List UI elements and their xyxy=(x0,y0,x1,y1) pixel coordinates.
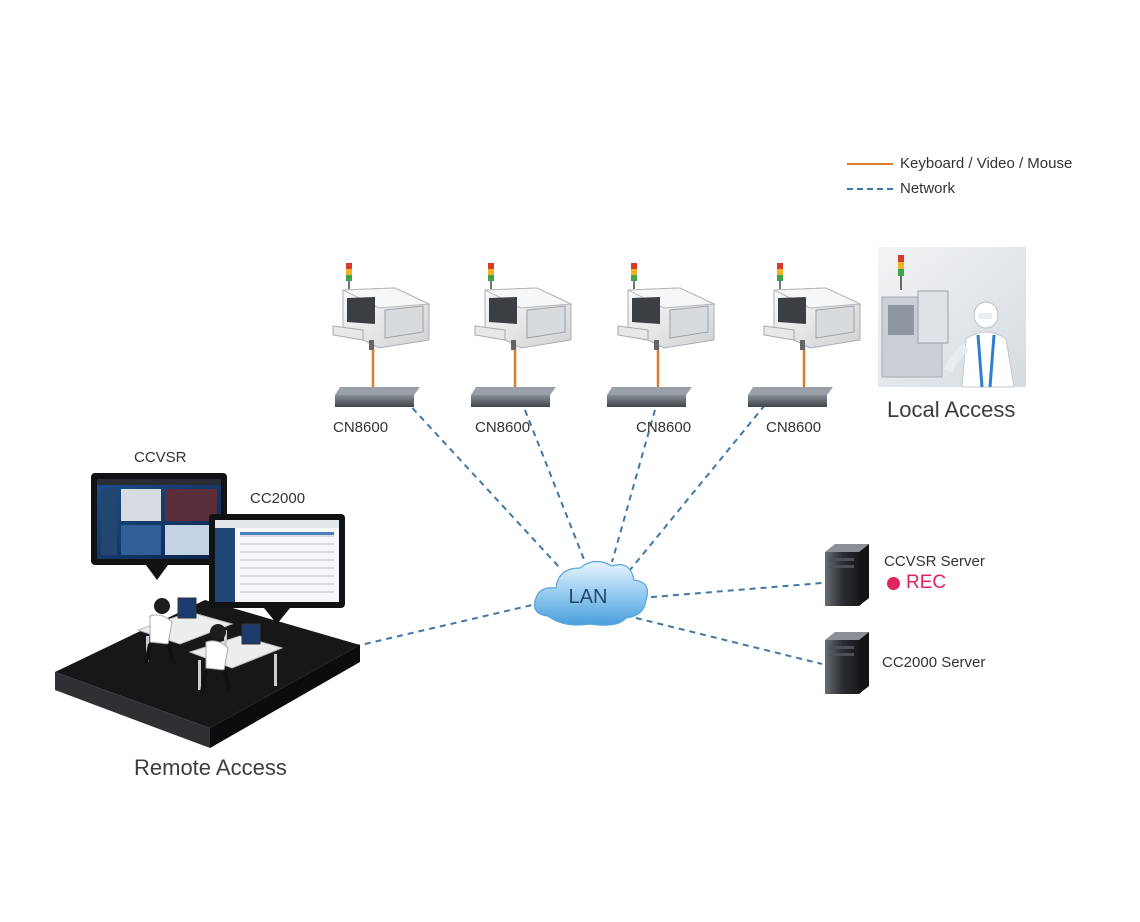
legend-kvm-label: Keyboard / Video / Mouse xyxy=(900,155,1073,172)
server-tower-icon xyxy=(825,632,869,694)
lan-cloud xyxy=(533,560,649,626)
monitor-icon xyxy=(91,473,227,580)
cn8600-device-1 xyxy=(335,387,420,407)
machine-4 xyxy=(763,263,862,350)
rec-label: REC xyxy=(906,572,947,593)
production-machine-icon xyxy=(763,263,862,350)
kvm-line-swatch xyxy=(847,162,893,165)
server-tower-icon xyxy=(825,544,869,606)
kvm-switch-icon xyxy=(335,387,420,395)
cc2000-server-label: CC2000 Server xyxy=(882,654,986,671)
rec-dot-icon xyxy=(887,576,900,590)
cc2000-server-tower xyxy=(825,632,869,694)
ccvsr-monitor xyxy=(91,473,227,580)
kvm-links xyxy=(371,345,806,390)
link-lan-ccvsr-server xyxy=(639,582,823,599)
cleanroom-photo xyxy=(878,247,1026,388)
machine-3 xyxy=(617,263,716,350)
machine-1 xyxy=(332,263,431,350)
cc2000-monitor-label: CC2000 xyxy=(250,490,306,507)
network-line-swatch xyxy=(847,187,893,190)
link-lan-cc2000-server xyxy=(635,617,823,665)
production-machine-icon xyxy=(617,263,716,350)
monitor-icon xyxy=(209,514,345,624)
machine-label-4: CN8600 xyxy=(766,419,822,436)
ccvsr-monitor-label: CCVSR xyxy=(134,449,187,466)
legend-network: Network xyxy=(847,180,955,197)
legend-network-label: Network xyxy=(900,180,956,197)
link-machine-2-lan xyxy=(524,409,586,563)
link-machine-4-lan xyxy=(629,404,766,571)
cn8600-device-2 xyxy=(471,387,556,407)
rec-indicator: REC xyxy=(887,572,946,594)
machine-label-3: CN8600 xyxy=(636,419,692,436)
ccvsr-server-tower xyxy=(825,544,869,606)
lan-label: LAN xyxy=(569,586,608,608)
kvm-switch-icon xyxy=(748,387,833,395)
machine-label-2: CN8600 xyxy=(475,419,531,436)
remote-platform xyxy=(55,597,360,748)
cloud-icon xyxy=(533,560,649,626)
link-machine-3-lan xyxy=(611,409,656,563)
legend-kvm: Keyboard / Video / Mouse xyxy=(847,155,1072,172)
machine-2 xyxy=(474,263,573,350)
production-machine-icon xyxy=(474,263,573,350)
link-machine-1-lan xyxy=(404,399,561,569)
kvm-switch-icon xyxy=(607,387,692,395)
cn8600-device-3 xyxy=(607,387,692,407)
ccvsr-server-label: CCVSR Server xyxy=(884,553,985,570)
local-access-label: Local Access xyxy=(887,397,1016,422)
kvm-switch-icon xyxy=(471,387,556,395)
cn8600-device-4 xyxy=(748,387,833,407)
cc2000-monitor xyxy=(209,514,345,624)
machine-label-1: CN8600 xyxy=(333,419,389,436)
production-machine-icon xyxy=(332,263,431,350)
remote-access-label: Remote Access xyxy=(134,755,287,780)
